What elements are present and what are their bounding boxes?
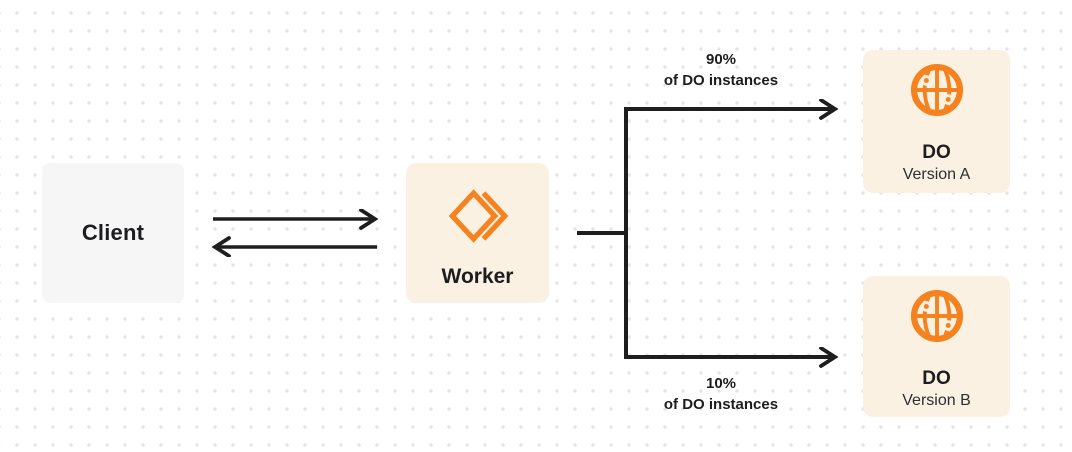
branch-bottom-percent: 10% <box>705 375 737 392</box>
do-b-title: DO <box>922 368 951 389</box>
branch-top-percent: 90% <box>705 51 737 68</box>
do-version-b-node: DO Version B <box>863 276 1010 417</box>
client-node: Client <box>42 163 184 303</box>
do-version-a-node: DO Version A <box>863 50 1010 193</box>
worker-node: Worker <box>406 163 549 303</box>
do-a-title: DO <box>922 142 951 163</box>
branch-top-label: 90% of DO instances <box>621 49 821 91</box>
durable-object-globe-icon <box>910 289 963 343</box>
do-b-subtitle: Version B <box>902 392 971 409</box>
client-label: Client <box>81 220 145 245</box>
durable-object-globe-icon <box>910 63 963 117</box>
branch-bottom-label: 10% of DO instances <box>621 373 821 415</box>
worker-label: Worker <box>441 265 514 288</box>
branch-top-caption: of DO instances <box>663 72 779 89</box>
branch-bottom-caption: of DO instances <box>663 396 779 413</box>
workers-icon <box>448 189 508 243</box>
do-a-subtitle: Version A <box>902 166 971 183</box>
